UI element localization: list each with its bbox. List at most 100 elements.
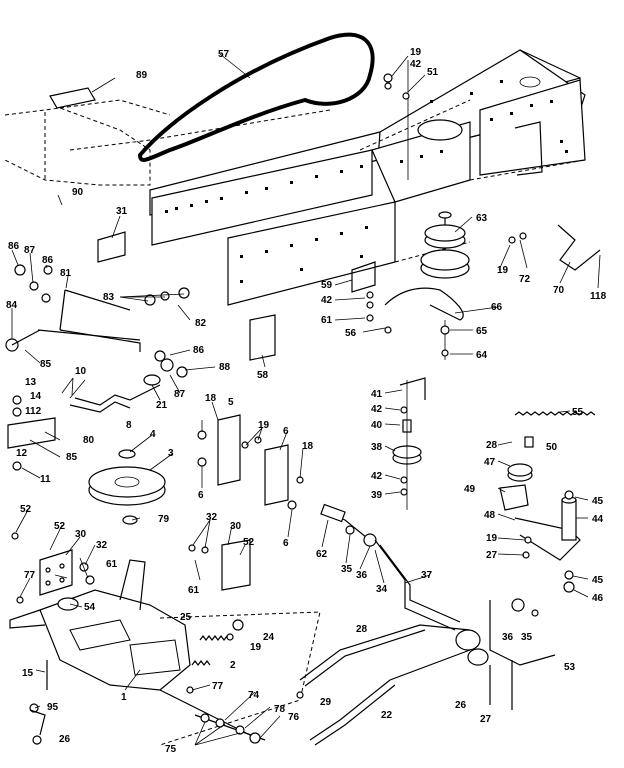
callout-4: 4 [150,429,156,440]
callout-51: 51 [427,67,439,78]
callout-15: 15 [22,668,34,679]
callout-36b: 36 [502,632,514,643]
callout-30b: 30 [230,521,242,532]
callout-77a: 77 [24,570,36,581]
callout-35a: 35 [341,564,353,575]
callout-42a: 42 [410,59,422,70]
callout-19c: 19 [258,420,270,431]
callout-54: 54 [84,602,96,613]
callout-27a: 27 [486,550,498,561]
callout-59: 59 [321,280,333,291]
callout-34: 34 [376,584,388,595]
callout-70: 70 [553,285,565,296]
callout-13: 13 [25,377,37,388]
idler-assembly-right [499,436,581,593]
callout-50: 50 [546,442,558,453]
callout-5: 5 [228,397,234,408]
transmission-pulley [88,449,166,525]
callout-90: 90 [72,187,84,198]
callout-53: 53 [564,662,576,673]
callout-26b: 26 [455,700,467,711]
spring-55 [514,411,596,416]
decal-89 [49,87,96,109]
callout-28a: 28 [486,440,498,451]
assembly-outline [159,611,321,746]
callout-12: 12 [16,448,28,459]
callout-81: 81 [60,268,72,279]
callout-42c: 42 [371,404,383,415]
callout-61b: 61 [106,559,118,570]
callout-30a: 30 [75,529,87,540]
callout-41: 41 [371,389,383,400]
callout-19a: 19 [410,47,422,58]
callout-21: 21 [156,400,168,411]
callout-42b: 42 [321,295,333,306]
callout-112: 112 [25,406,42,417]
callout-85a: 85 [40,359,52,370]
callout-1: 1 [121,692,127,703]
callout-37: 37 [421,570,433,581]
callout-29: 29 [320,697,332,708]
chassis-frame [149,49,586,306]
callout-48: 48 [484,510,496,521]
callout-labels: 1 2 3 4 5 6 6 6 8 10 11 12 13 14 15 18 1… [6,47,607,755]
callout-42d: 42 [371,471,383,482]
callout-47: 47 [484,457,496,468]
callout-18a: 18 [205,393,217,404]
callout-74: 74 [248,690,260,701]
dash-panel-outline [4,87,331,186]
left-linkage [5,264,190,471]
callout-87b: 87 [174,389,186,400]
callout-72: 72 [519,274,531,285]
bracket-58 [249,314,276,361]
callout-84: 84 [6,300,18,311]
callout-44: 44 [592,514,604,525]
callout-32b: 32 [206,512,218,523]
callout-3: 3 [168,448,174,459]
callout-56: 56 [345,328,357,339]
callout-35b: 35 [521,632,533,643]
callout-27b: 27 [480,714,492,725]
callout-22: 22 [381,710,393,721]
callout-80: 80 [83,435,95,446]
callout-10-leaders [61,377,74,396]
bracket-59 [351,261,376,293]
callout-45a: 45 [592,496,604,507]
callout-14: 14 [30,391,42,402]
callout-86b: 86 [42,255,54,266]
callout-52b: 52 [54,521,66,532]
callout-78: 78 [274,704,286,715]
callout-83: 83 [103,292,115,303]
callout-63: 63 [476,213,488,224]
callout-32a: 32 [96,540,108,551]
callout-18b: 18 [302,441,314,452]
callout-62: 62 [316,549,328,560]
part-31 [97,231,126,263]
callout-40: 40 [371,420,383,431]
callout-31: 31 [116,206,128,217]
callout-39: 39 [371,490,383,501]
callout-19b: 19 [497,265,509,276]
callout-45b: 45 [592,575,604,586]
callout-88: 88 [219,362,231,373]
callout-79: 79 [158,514,170,525]
callout-95: 95 [47,702,59,713]
callout-8: 8 [126,420,132,431]
callout-28b: 28 [356,624,368,635]
callout-19e: 19 [486,533,498,544]
callout-65: 65 [476,326,488,337]
callout-24: 24 [263,632,275,643]
callout-118: 118 [590,291,607,302]
callout-85b: 85 [66,452,78,463]
rod-linkage [296,503,556,746]
callout-86a: 86 [8,241,20,252]
callout-36a: 36 [356,570,368,581]
callout-75: 75 [165,744,177,755]
drive-belt [138,32,375,162]
callout-76: 76 [288,712,300,723]
callout-10: 10 [75,366,87,377]
callout-89: 89 [136,70,148,81]
callout-66: 66 [491,302,503,313]
callout-57: 57 [218,49,230,60]
